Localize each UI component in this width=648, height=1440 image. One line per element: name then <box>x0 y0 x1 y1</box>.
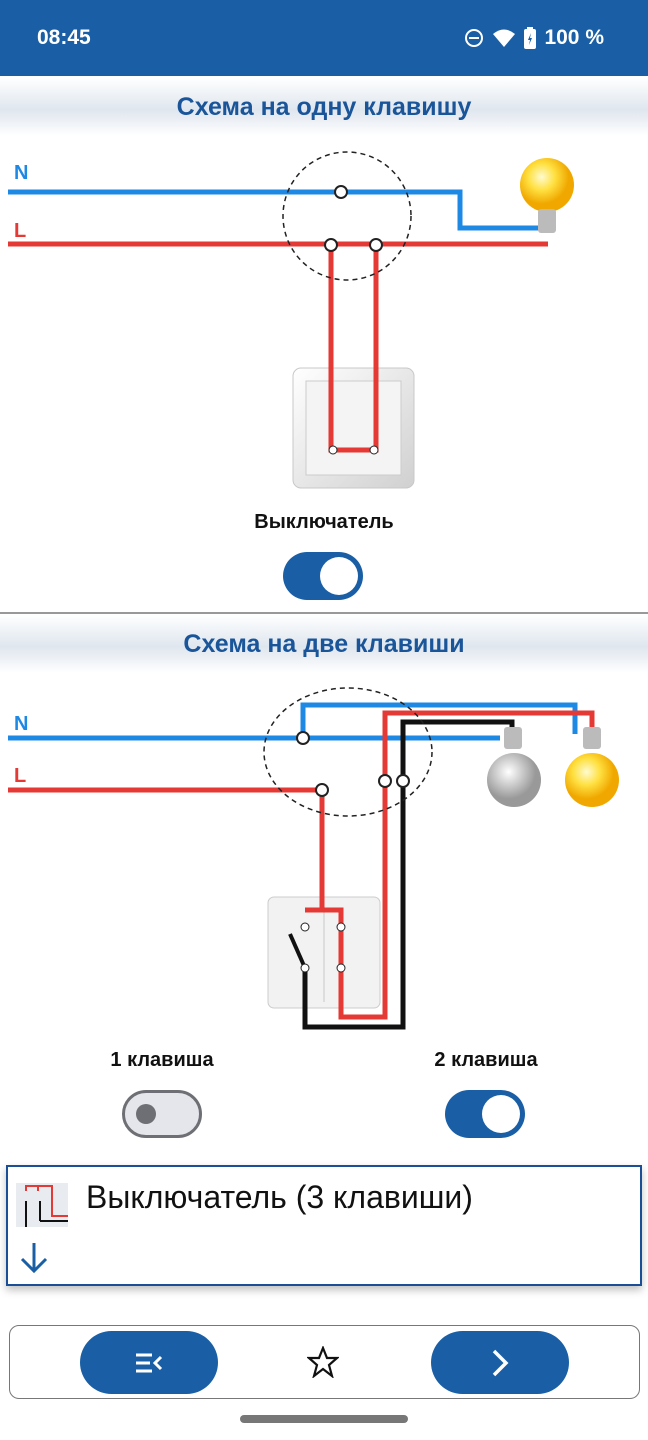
chevron-right-icon <box>492 1349 509 1376</box>
battery-icon <box>524 27 537 49</box>
three-key-switch-thumbnail <box>16 1183 68 1227</box>
l-label: L <box>14 220 26 242</box>
key2-toggle[interactable] <box>445 1090 525 1138</box>
switch-label: Выключатель <box>254 511 394 533</box>
svg-text:L: L <box>14 765 26 787</box>
n-label: N <box>14 162 28 184</box>
junction-box <box>282 151 412 281</box>
svg-text:N: N <box>14 713 28 735</box>
lit-bulb-icon <box>520 158 574 233</box>
neutral-wire <box>8 189 545 231</box>
lit-bulb-icon <box>565 727 619 807</box>
one-key-diagram: N L <box>8 151 574 489</box>
key1-toggle[interactable] <box>122 1090 202 1138</box>
status-time: 08:45 <box>37 26 91 49</box>
bottom-toolbar <box>9 1325 640 1399</box>
menu-collapse-icon <box>136 1353 163 1372</box>
key2-label: 2 клавиша <box>434 1049 538 1071</box>
section2-title: Схема на две клавиши <box>0 615 648 673</box>
section1-title: Схема на одну клавишу <box>0 78 648 136</box>
favorite-star-icon[interactable] <box>307 1346 339 1378</box>
status-bar: 08:45 100 % <box>0 0 648 76</box>
battery-percent: 100 % <box>544 26 604 49</box>
divider <box>0 612 648 614</box>
next-button[interactable] <box>431 1331 569 1394</box>
switch-toggle[interactable] <box>283 552 363 600</box>
switch-wires <box>328 245 379 453</box>
arrow-down-icon[interactable] <box>18 1241 50 1275</box>
next-scheme-title: Выключатель (3 клавиши) <box>86 1179 473 1215</box>
key1-label: 1 клавиша <box>110 1049 214 1071</box>
next-scheme-card[interactable]: Выключатель (3 клавиши) <box>6 1165 642 1286</box>
home-indicator[interactable] <box>240 1415 408 1423</box>
menu-button[interactable] <box>80 1331 218 1394</box>
two-key-diagram: N L <box>8 687 619 1030</box>
dnd-icon <box>465 29 484 47</box>
unlit-bulb-icon <box>487 727 541 807</box>
wifi-icon <box>493 29 516 47</box>
